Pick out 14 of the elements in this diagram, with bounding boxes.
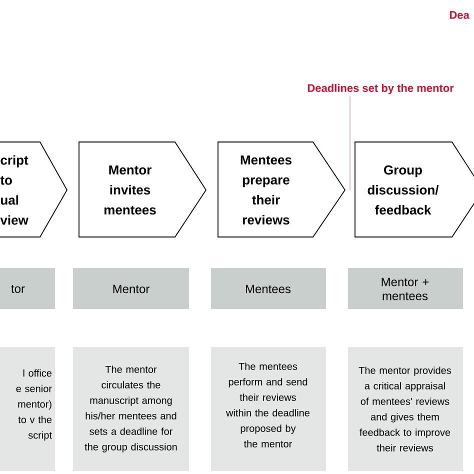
role-box: Mentor	[73, 268, 189, 309]
description-box: The mentor provides a critical appraisal of mentees' reviews and gives them feedback to improve their reviews	[348, 347, 463, 471]
role-box: tor	[0, 268, 55, 309]
chevron-step: cript to ual view	[0, 142, 68, 238]
heading-text: Dea	[450, 11, 470, 19]
description-box: The mentor circulates the manuscript among his/her mentees and sets a deadline for the group discussion	[73, 347, 189, 471]
chevron-step: Mentor invites mentees	[78, 142, 207, 238]
role-box: Mentees	[211, 268, 326, 309]
chevron-step: Group discussion/ feedback	[354, 142, 474, 238]
description-box: l office e senior mentor) to v the script	[0, 347, 55, 471]
deadline-label: Deadlines set by the mentor	[308, 84, 454, 94]
role-box: Mentor + mentees	[348, 268, 463, 309]
description-box: The mentees perform and send their reviews within the deadline proposed by the mentor	[211, 347, 326, 471]
chevron-step: Mentees prepare their reviews	[218, 142, 346, 238]
